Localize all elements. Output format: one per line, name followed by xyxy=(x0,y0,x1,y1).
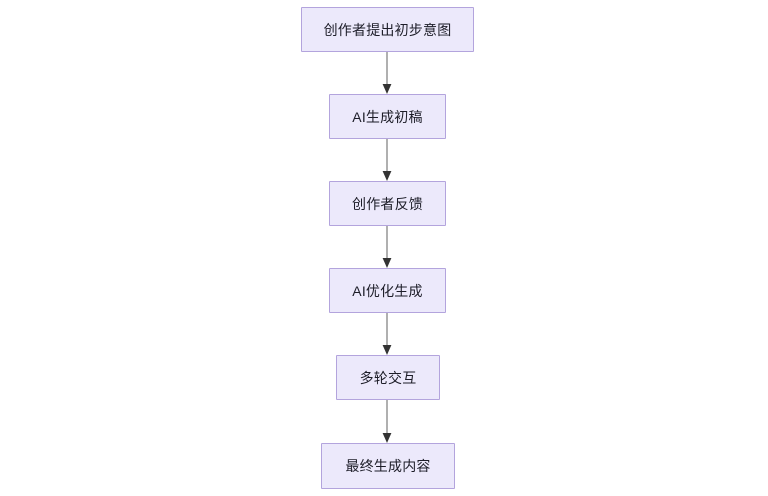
flow-connector-2-3 xyxy=(379,139,395,181)
flow-connector-1-2 xyxy=(379,52,395,94)
flow-node-5[interactable]: 多轮交互 xyxy=(336,355,440,400)
flow-node-2-label: AI生成初稿 xyxy=(352,108,423,125)
flow-node-4-label: AI优化生成 xyxy=(352,282,423,299)
flow-node-4[interactable]: AI优化生成 xyxy=(329,268,446,313)
flow-node-1-label: 创作者提出初步意图 xyxy=(323,21,452,38)
flow-node-2[interactable]: AI生成初稿 xyxy=(329,94,446,139)
flow-node-6-label: 最终生成内容 xyxy=(345,458,431,474)
flow-node-6[interactable]: 最终生成内容 xyxy=(321,443,455,489)
flow-connector-3-4 xyxy=(379,226,395,268)
flow-node-3-label: 创作者反馈 xyxy=(352,195,423,212)
flow-node-5-label: 多轮交互 xyxy=(359,369,417,386)
flow-connector-5-6 xyxy=(379,400,395,443)
flow-node-1[interactable]: 创作者提出初步意图 xyxy=(301,7,474,52)
flow-node-3[interactable]: 创作者反馈 xyxy=(329,181,446,226)
flow-connector-4-5 xyxy=(379,313,395,355)
